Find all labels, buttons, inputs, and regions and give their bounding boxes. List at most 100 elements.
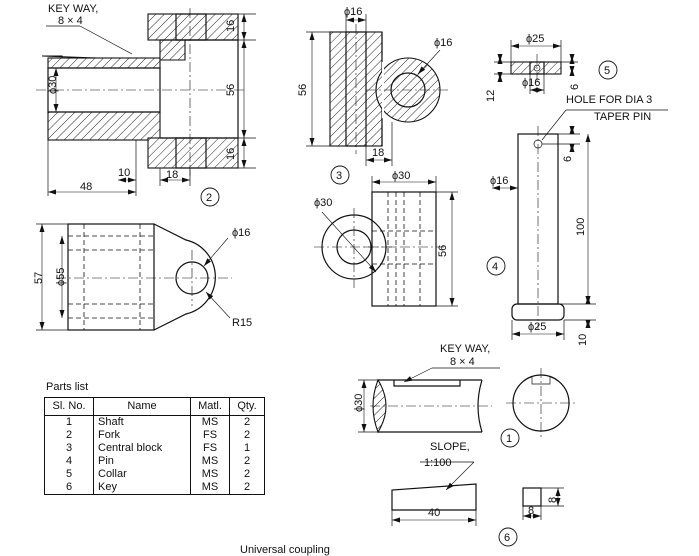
fork-lower-hub-hatch: [47, 111, 161, 141]
block-part-number: 3: [336, 170, 342, 182]
block-dim-30a: ϕ30: [314, 197, 332, 209]
pin-hole-note-2: TAPER PIN: [594, 111, 651, 123]
fork-dim-18: 18: [166, 169, 178, 181]
pin-dim-6: 6: [562, 156, 574, 162]
fork-dim-16b: 16: [225, 148, 237, 160]
collar-dim-12: 12: [485, 90, 497, 102]
pin-dim-100: 100: [575, 218, 587, 236]
pin-view: HOLE FOR DIA 3 TAPER PIN 6 ϕ16 100 ϕ25 1…: [486, 94, 668, 346]
fork-plan-jaw-outline: [153, 223, 216, 331]
fork-dim-10: 10: [118, 167, 130, 179]
key-dim-40: 40: [428, 507, 440, 519]
shaft-view: ϕ30 KEY WAY, 8 × 4 1: [353, 343, 576, 448]
shaft-dim-30: ϕ30: [353, 394, 365, 412]
cell-qty: 2: [229, 429, 265, 442]
block-dim-30b: ϕ30: [392, 170, 410, 182]
fork-plan-hub: [67, 223, 155, 331]
cell-qty: 2: [229, 415, 265, 429]
cell-matl: FS: [190, 429, 230, 442]
key-dim-8a: 8: [547, 497, 559, 503]
fork-bore-dim: ϕ30: [47, 76, 59, 94]
collar-view: ϕ25 ϕ16 12 6 5: [485, 33, 618, 102]
cell-matl: MS: [190, 415, 230, 429]
parts-list-caption: Parts list: [46, 381, 89, 393]
pin-part-number: 4: [492, 261, 498, 273]
cell-name: Fork: [93, 429, 191, 442]
fork-upper-hub-hatch: [47, 57, 161, 69]
collar-dim-16: ϕ16: [522, 77, 540, 89]
cell-sl-no: 2: [44, 429, 94, 442]
cell-name: Key: [93, 481, 191, 495]
figure-caption: Universal coupling: [240, 544, 330, 556]
cell-sl-no: 4: [44, 455, 94, 468]
table-row: 5 Collar MS 2: [44, 468, 265, 481]
key-end: [522, 487, 542, 507]
pin-dim-16: ϕ16: [490, 175, 508, 187]
key-slope-label: SLOPE,: [430, 441, 470, 453]
cell-name: Collar: [93, 468, 191, 481]
fork-dim-48: 48: [80, 181, 92, 193]
collar-part-number: 5: [604, 65, 610, 77]
fork-keyway-leader: [79, 25, 133, 55]
pin-part-bubble: [486, 256, 506, 276]
cell-matl: MS: [190, 481, 230, 495]
table-row: 6 Key MS 2: [44, 481, 265, 495]
shaft-end-keyway: [531, 376, 551, 385]
cell-qty: 2: [229, 455, 265, 468]
fork-part-number: 2: [206, 192, 212, 204]
pin-dim-25: ϕ25: [528, 321, 546, 333]
fork-part-bubble: [200, 187, 220, 207]
cell-qty: 2: [229, 468, 265, 481]
fork-dim-57: 57: [33, 272, 45, 284]
collar-dim-25: ϕ25: [526, 33, 544, 45]
fork-keyway-size: 8 × 4: [58, 15, 83, 27]
central-block-views: ϕ30 ϕ30 56: [314, 170, 458, 307]
cell-sl-no: 6: [44, 481, 94, 495]
header-qty: Qty.: [229, 397, 265, 416]
key-part-number: 6: [504, 532, 510, 544]
block-dim-16: ϕ16: [344, 6, 362, 18]
key-view: SLOPE, 1:100 40 8 8 6: [391, 441, 564, 547]
fork-dim-56: 56: [225, 84, 237, 96]
collar-dim-6: 6: [569, 84, 581, 90]
shaft-part-bubble: [500, 428, 520, 448]
block-part-bubble: [330, 165, 350, 185]
header-name: Name: [93, 397, 191, 416]
pin-dim-10: 10: [577, 334, 589, 346]
cell-qty: 2: [229, 481, 265, 495]
central-block-section-view: ϕ16 ϕ16 56 18 3: [297, 6, 452, 185]
collar-part-bubble: [598, 60, 618, 80]
shaft-keyway-label: KEY WAY,: [440, 343, 490, 355]
key-dim-8b: 8: [528, 505, 534, 517]
table-row: 1 Shaft MS 2: [44, 415, 265, 429]
fork-bore: [47, 67, 161, 113]
cell-sl-no: 3: [44, 442, 94, 455]
shaft-outline: [378, 379, 482, 433]
fork-section-view: KEY WAY, 8 × 4 ϕ30 16 56 16 48 10 18 2: [36, 3, 256, 207]
fork-dim-eye: ϕ16: [232, 227, 250, 239]
table-row: 2 Fork FS 2: [44, 429, 265, 442]
shaft-keyway: [393, 380, 461, 387]
cell-name: Shaft: [93, 415, 191, 429]
parts-list-header-row: Sl. No. Name Matl. Qty.: [44, 397, 265, 416]
fork-dim-r15: R15: [232, 317, 252, 329]
block-dim-18: 18: [372, 147, 384, 159]
fork-plan-view: 57 ϕ55 ϕ16 R15: [33, 223, 252, 331]
shaft-part-number: 1: [506, 433, 512, 445]
fork-dim-16a: 16: [225, 20, 237, 32]
cell-qty: 1: [229, 442, 265, 455]
fork-keyway-label: KEY WAY,: [48, 3, 98, 15]
header-sl-no: Sl. No.: [44, 397, 94, 416]
pin-hole-note-1: HOLE FOR DIA 3: [566, 94, 652, 106]
cell-name: Central block: [93, 442, 191, 455]
cell-name: Pin: [93, 455, 191, 468]
parts-list-table: Sl. No. Name Matl. Qty. 1 Shaft MS 2 2 F…: [44, 397, 265, 495]
cell-matl: MS: [190, 455, 230, 468]
key-part-bubble: [498, 527, 518, 547]
cell-matl: FS: [190, 442, 230, 455]
cell-sl-no: 5: [44, 468, 94, 481]
fork-jaw-outline: [160, 39, 239, 139]
block-dim-16b: ϕ16: [434, 37, 452, 49]
cell-sl-no: 1: [44, 415, 94, 429]
